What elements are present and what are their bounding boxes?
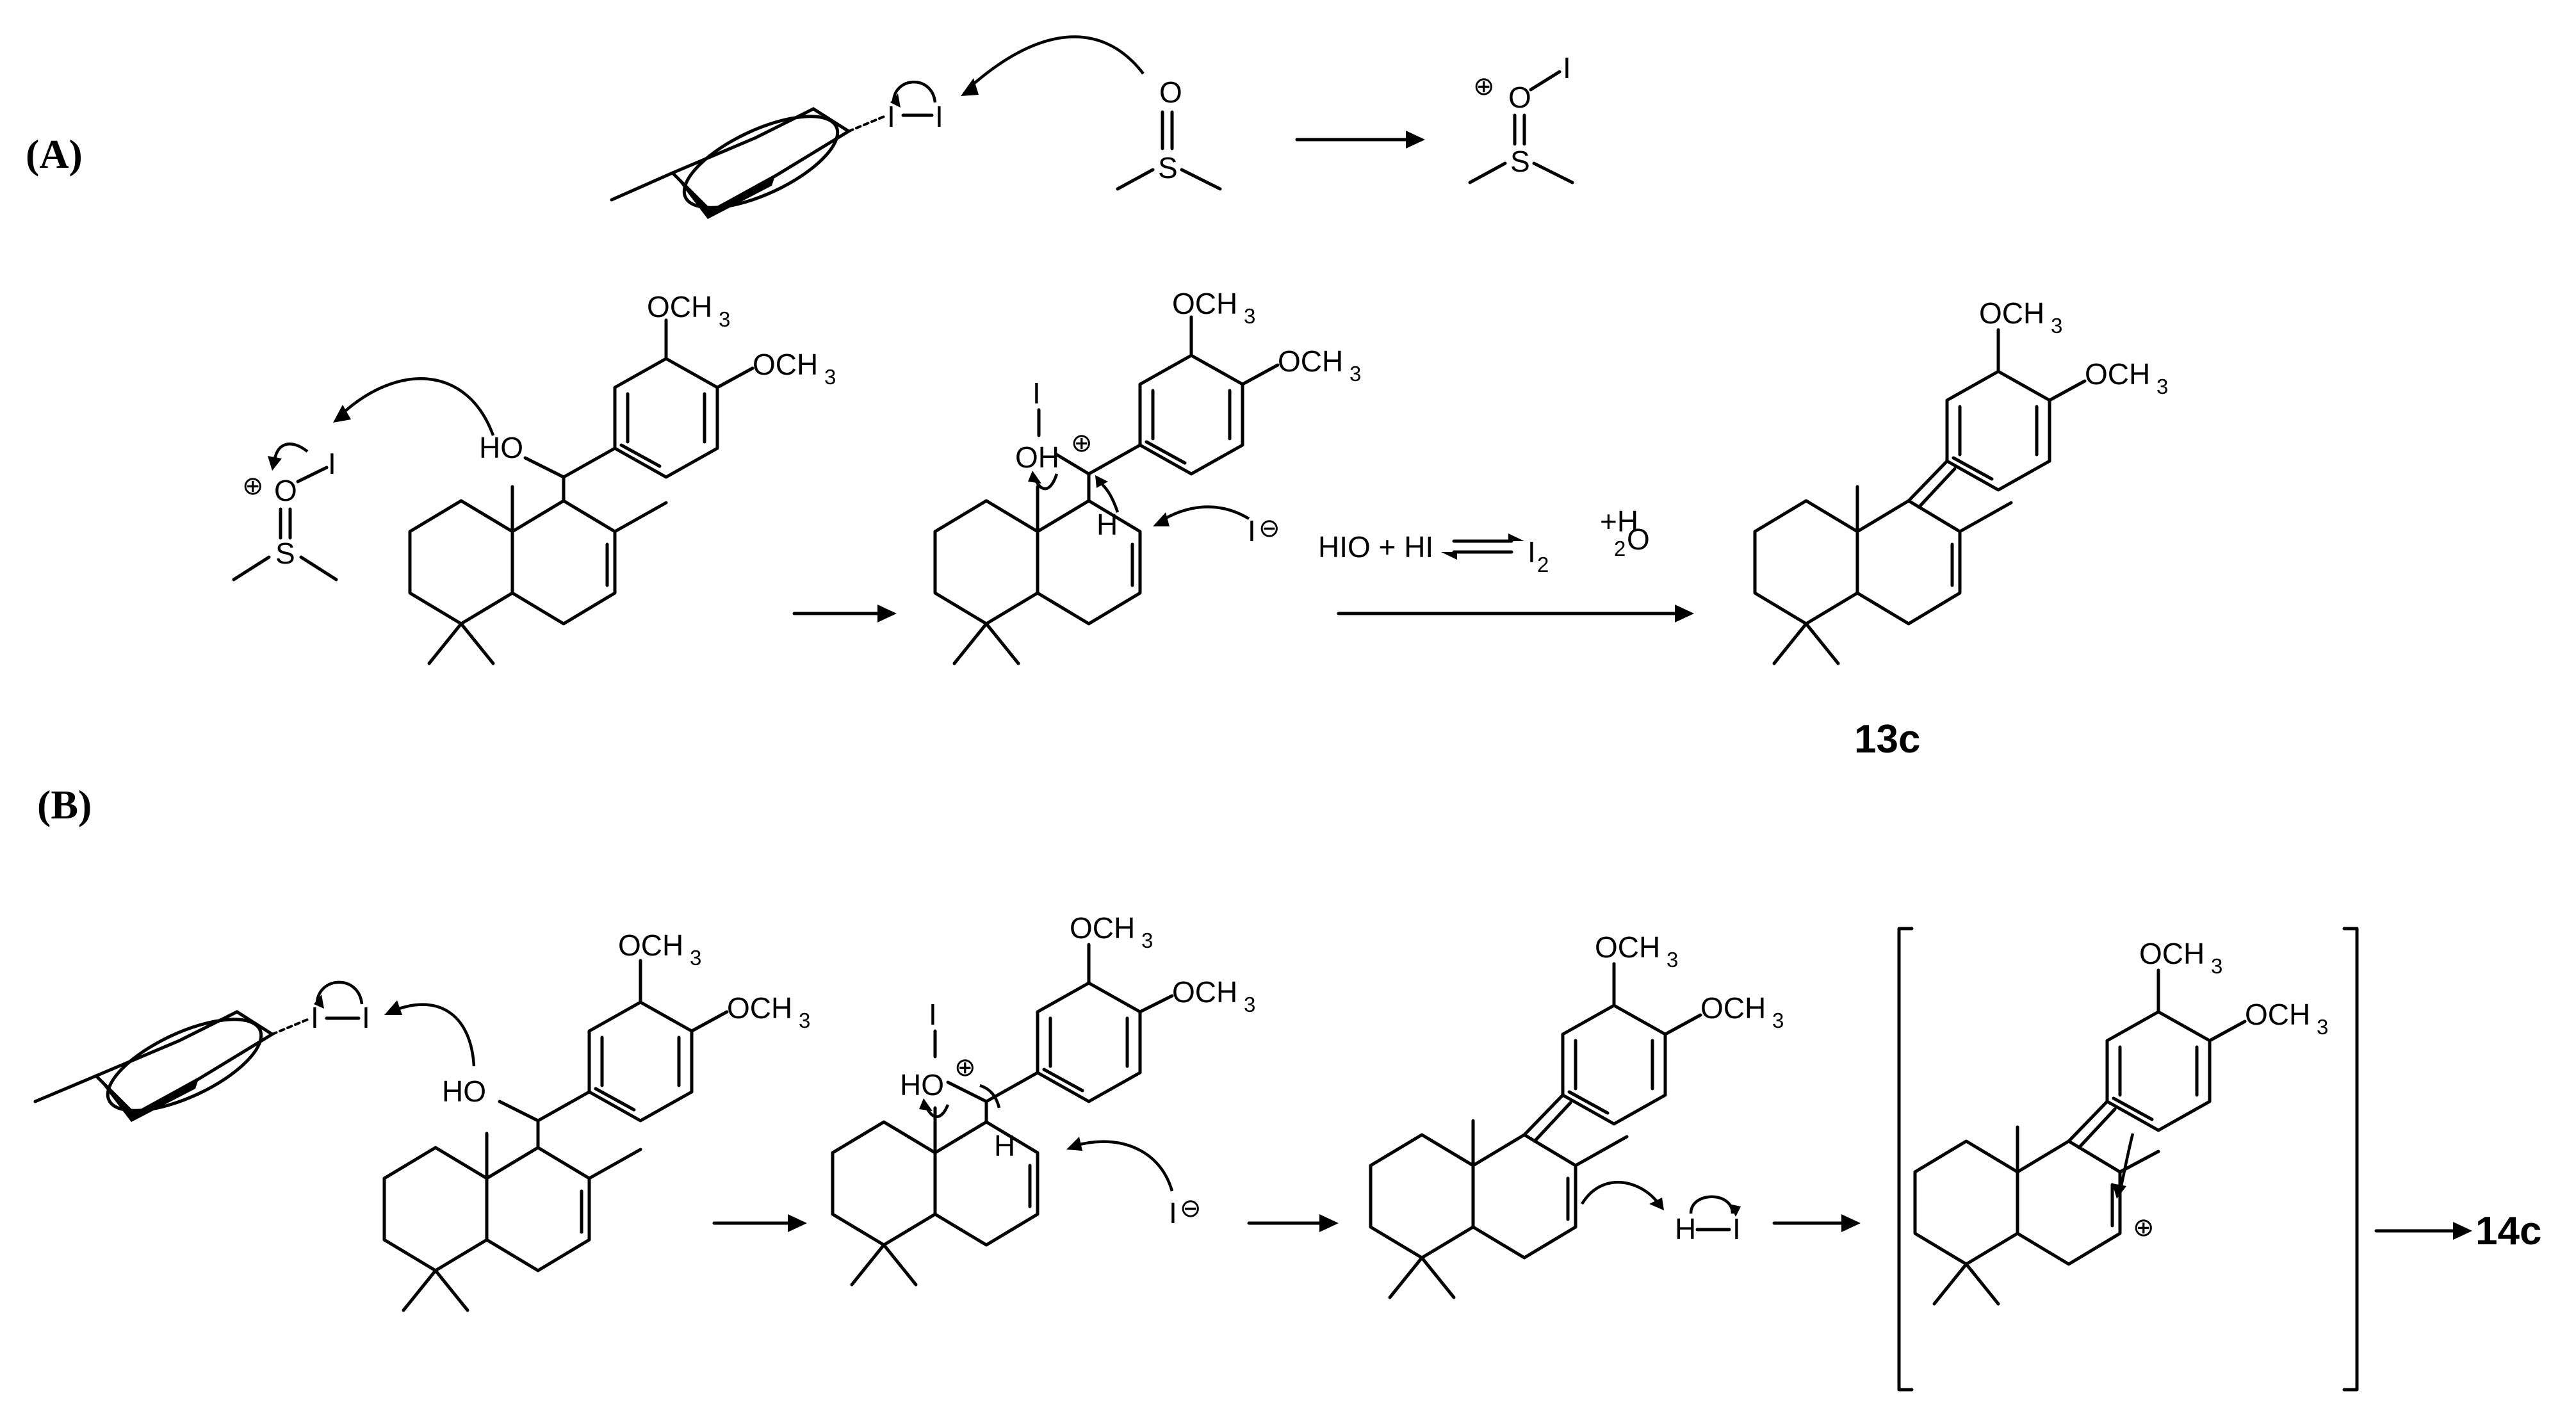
iodine-a2: I [935, 100, 943, 133]
svg-text:3: 3 [1244, 304, 1255, 328]
curly-arrow-a2 [966, 35, 1145, 91]
alkene-intermediate-b: OCH 3 OCH 3 H I [1371, 930, 1784, 1297]
compound-label-14c: 14c [2475, 1209, 2541, 1253]
curly-arrowhead-a2 [961, 78, 979, 96]
svg-text:⊕: ⊕ [954, 1053, 976, 1082]
starting-alcohol-a: HO OCH 3 OCH 3 [410, 290, 836, 663]
svg-text:OCH: OCH [1172, 287, 1237, 320]
equilibrium-arrows [1441, 533, 1524, 560]
svg-text:OCH: OCH [1595, 930, 1660, 964]
carbocation-charge: ⊕ [2133, 1214, 2155, 1242]
compound-label-13c: 13c [1854, 717, 1920, 761]
svg-text:OCH: OCH [1172, 975, 1237, 1009]
reaction-arrowhead-a3 [1675, 605, 1694, 622]
product-oxygen: O [1508, 81, 1531, 114]
panel-label-a: (A) [26, 131, 83, 177]
halogen-bond-b1 [271, 1017, 312, 1036]
dmso-molecule: O S [1116, 76, 1222, 191]
svg-text:I: I [929, 998, 937, 1031]
methoxy-a2: OCH [753, 348, 818, 381]
svg-text:3: 3 [2211, 954, 2222, 978]
svg-text:I: I [1732, 1212, 1741, 1246]
curly-arrow-a3 [338, 377, 495, 436]
svg-text:H: H [1675, 1212, 1696, 1246]
curly-arrow-b1 [315, 980, 364, 1005]
svg-text:3: 3 [2051, 314, 2062, 337]
product-sulfur: S [1510, 145, 1530, 178]
svg-text:⊖: ⊖ [1259, 514, 1280, 542]
carbocation-intermediate-b: OCH 3 OCH 3 ⊕ [1915, 937, 2328, 1304]
svg-text:I: I [311, 1001, 319, 1034]
reagent-iodine: I [328, 447, 336, 480]
svg-text:I: I [362, 1001, 370, 1034]
svg-text:OCH: OCH [618, 929, 683, 962]
reagent-oxygen: O [274, 474, 297, 507]
svg-text:2: 2 [1614, 537, 1626, 560]
svg-text:3: 3 [824, 365, 836, 389]
oxonium-charge: ⊕ [1473, 72, 1495, 101]
svg-text:HO: HO [442, 1075, 486, 1108]
svg-text:OCH: OCH [2245, 998, 2310, 1031]
reaction-arrowhead-a1 [1406, 131, 1425, 149]
svg-text:OCH: OCH [1278, 345, 1343, 378]
oxonium-intermediate-b: HO ⊕ I H OCH 3 OCH 3 I ⊖ [833, 911, 1255, 1285]
svg-text:3: 3 [1244, 993, 1255, 1016]
hydrogen-a2: H [1096, 508, 1118, 541]
svg-text:2: 2 [1537, 553, 1549, 576]
curly-arrow-b2 [390, 1003, 476, 1067]
svg-text:3: 3 [2156, 375, 2168, 398]
svg-text:3: 3 [690, 946, 701, 970]
toluene-ring-a1 [610, 107, 852, 219]
svg-text:3: 3 [799, 1009, 810, 1032]
dmso-oxygen: O [1159, 76, 1182, 109]
activated-dmso-product: ⊕ O I S [1468, 51, 1574, 184]
svg-text:⊕: ⊕ [1071, 429, 1093, 457]
svg-text:3: 3 [1772, 1009, 1784, 1032]
iodide-a: I [1248, 514, 1256, 548]
activated-dmso-reagent: ⊕ O I S [232, 443, 338, 581]
curly-arrowhead-a3 [333, 405, 351, 423]
svg-text:⊖: ⊖ [1180, 1194, 1202, 1223]
toluene-ring-b1 [33, 1010, 275, 1122]
curly-arrow-a1 [892, 80, 937, 103]
svg-text:3: 3 [719, 307, 730, 331]
svg-text:OCH: OCH [727, 991, 792, 1025]
reagent-hio-hi: HIO + HI [1318, 530, 1433, 564]
oh-a2: OH [1015, 441, 1059, 474]
svg-text:OCH: OCH [1979, 297, 2044, 330]
product-iodine: I [1563, 51, 1571, 85]
curly-arrowhead-a1 [890, 93, 901, 108]
svg-text:3: 3 [1141, 929, 1153, 952]
svg-text:OCH: OCH [1700, 991, 1766, 1025]
dmso-sulfur: S [1158, 151, 1178, 184]
reagent-water-o: O [1627, 523, 1650, 556]
svg-text:3: 3 [2317, 1015, 2328, 1039]
svg-text:I: I [1169, 1196, 1177, 1230]
panel-label-b: (B) [37, 782, 92, 827]
iodine-a1: I [887, 100, 895, 133]
hydroxyl-a1: HO [479, 431, 523, 464]
svg-text:HO: HO [900, 1068, 944, 1101]
halogen-bond-a1 [847, 114, 888, 133]
product-13c: OCH 3 OCH 3 [1755, 297, 2168, 663]
reaction-arrowhead-a2 [877, 605, 897, 622]
oxonium-intermediate-a: OH ⊕ I H OCH 3 OCH 3 I ⊖ [935, 287, 1361, 663]
reagent-plus-h: +H [1600, 505, 1638, 538]
reagent-charge: ⊕ [242, 472, 264, 500]
svg-text:3: 3 [1349, 362, 1361, 386]
carbocation-bracket [1897, 927, 2359, 1392]
starting-alcohol-b: HO OCH 3 OCH 3 [384, 929, 810, 1310]
svg-text:3: 3 [1667, 948, 1678, 971]
svg-text:H: H [994, 1129, 1015, 1162]
reagent-sulfur: S [275, 537, 295, 570]
reagent-i2: I [1528, 535, 1536, 569]
svg-text:I: I [1032, 377, 1041, 410]
svg-text:OCH: OCH [2139, 937, 2205, 970]
svg-text:OCH: OCH [1070, 911, 1135, 945]
methoxy-a1: OCH [647, 290, 712, 323]
svg-text:OCH: OCH [2085, 357, 2150, 391]
